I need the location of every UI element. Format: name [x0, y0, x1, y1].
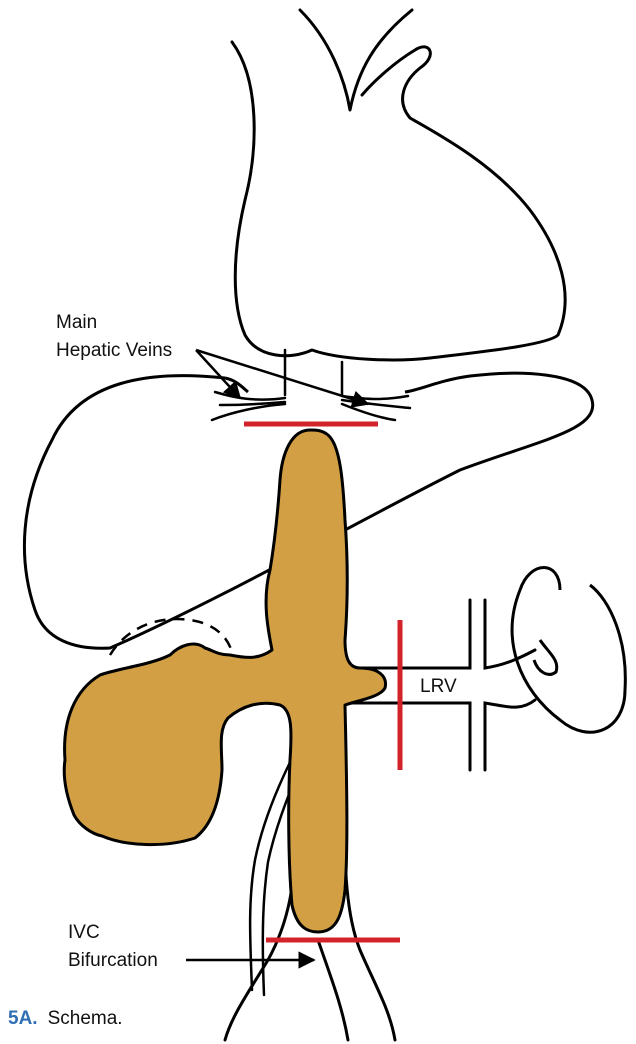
figure-caption: 5A. Schema. — [8, 1008, 123, 1029]
heart-outline — [232, 10, 565, 360]
label-hepatic-line2: Hepatic Veins — [56, 340, 172, 361]
label-ivc-line1: IVC — [68, 922, 100, 943]
caption-number: 5A. — [8, 1008, 38, 1029]
label-hepatic-line1: Main — [56, 312, 97, 333]
kidney-outline — [512, 568, 625, 733]
tumor-mass — [64, 430, 385, 932]
caption-text: Schema. — [48, 1008, 123, 1029]
label-lrv: LRV — [420, 676, 457, 697]
label-ivc-line2: Bifurcation — [68, 950, 158, 971]
